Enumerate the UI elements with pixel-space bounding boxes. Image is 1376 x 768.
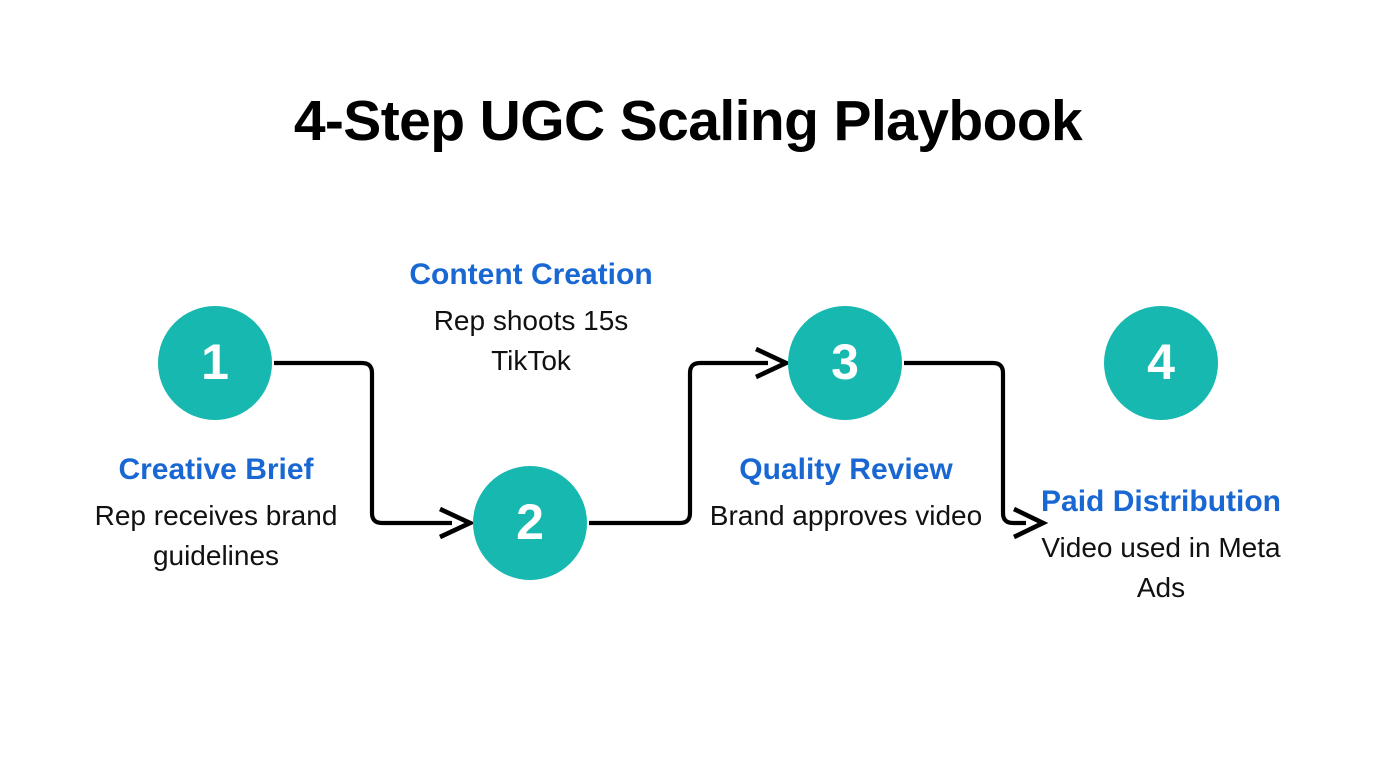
- step-body-2: Rep shoots 15s TikTok: [433, 304, 629, 376]
- step-heading-3: Quality Review: [739, 453, 953, 486]
- step-text-block-1: Creative Brief Rep receives brand guidel…: [60, 450, 372, 576]
- step-text-block-2: Content Creation Rep shoots 15s TikTok: [396, 255, 666, 381]
- step-heading-1: Creative Brief: [118, 453, 314, 486]
- step-number-1: 1: [201, 334, 229, 390]
- page-title: 4-Step UGC Scaling Playbook: [293, 89, 1083, 153]
- step-circle-1[interactable]: 1: [158, 306, 272, 420]
- step-circle-2[interactable]: 2: [473, 466, 587, 580]
- step-text-block-4: Paid Distribution Video used in Meta Ads: [1036, 482, 1286, 608]
- step-circle-4[interactable]: 4: [1104, 306, 1218, 420]
- step-number-2: 2: [516, 494, 544, 550]
- step-number-3: 3: [831, 334, 859, 390]
- step-heading-4: Paid Distribution: [1041, 485, 1281, 518]
- step-heading-2: Content Creation: [409, 258, 653, 291]
- step-body-1: Rep receives brand guidelines: [94, 499, 338, 571]
- step-body-3: Brand approves video: [709, 499, 983, 531]
- step-number-4: 4: [1147, 334, 1175, 390]
- step-body-4: Video used in Meta Ads: [1041, 531, 1281, 603]
- step-circle-3[interactable]: 3: [788, 306, 902, 420]
- step-text-block-3: Quality Review Brand approves video: [706, 450, 986, 536]
